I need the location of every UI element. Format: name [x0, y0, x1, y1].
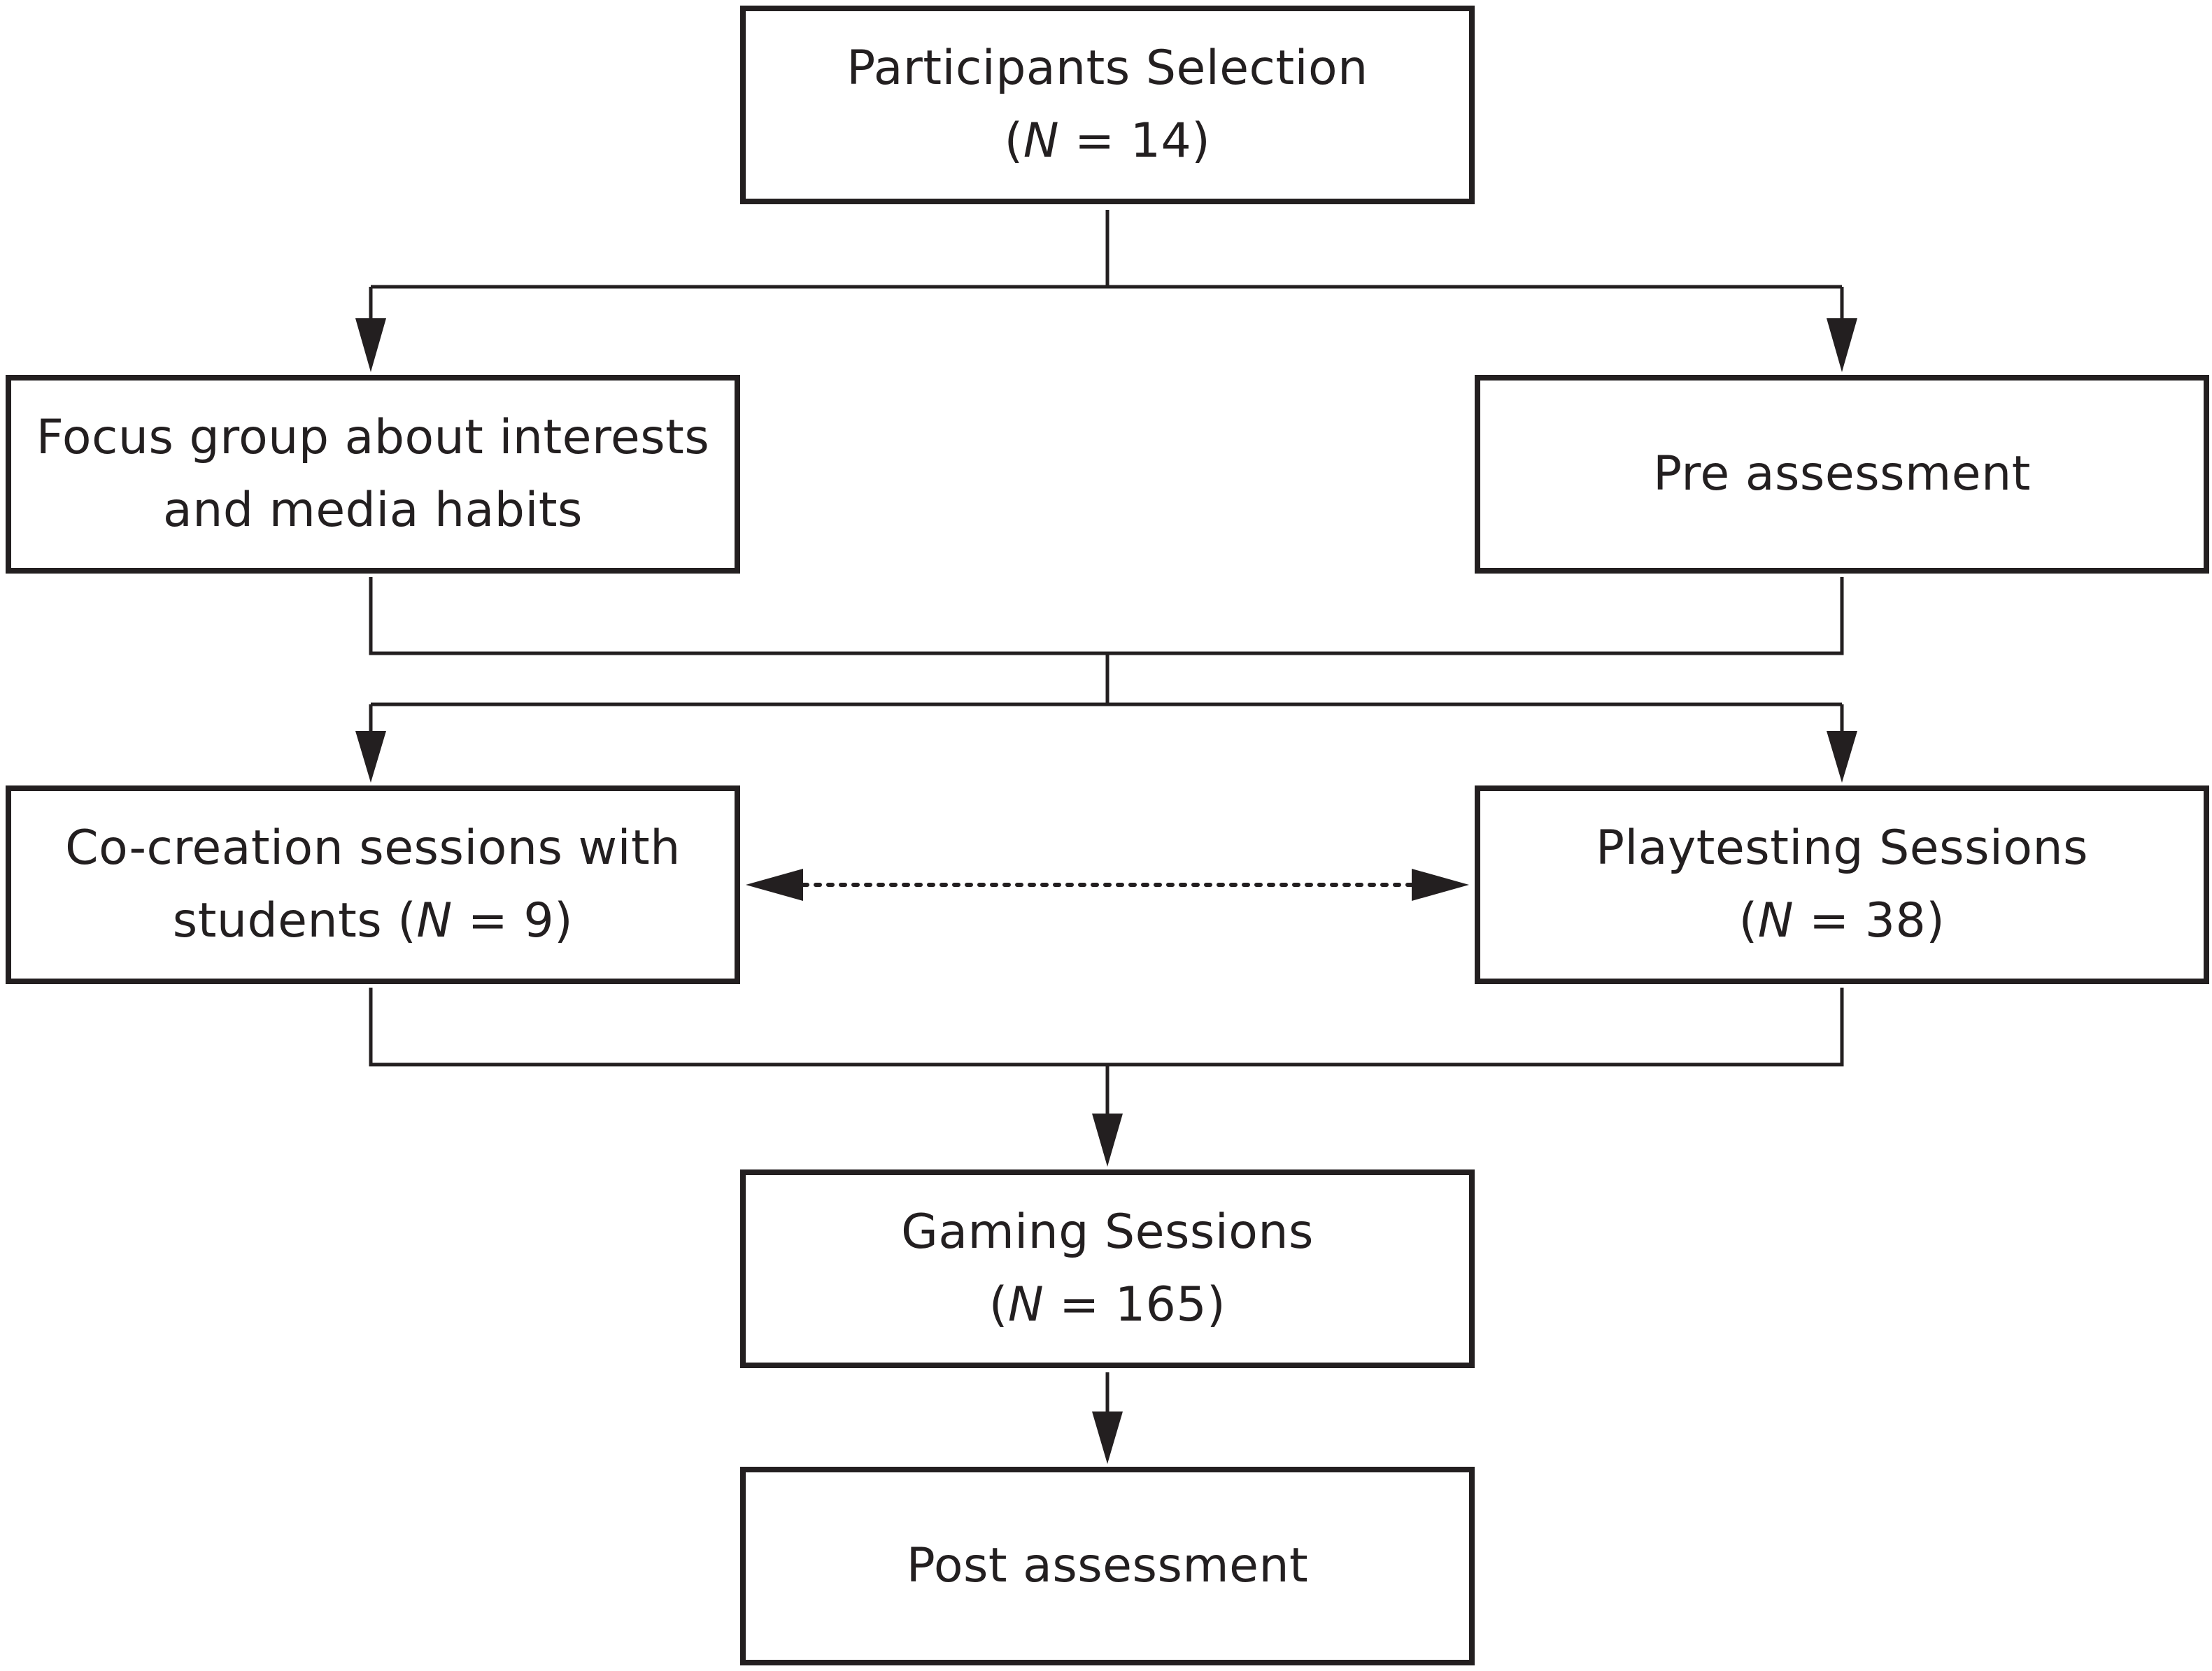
arrowhead-to-focus: [355, 318, 386, 372]
arrowhead-left-dotted: [746, 869, 803, 901]
cocreation-line2: students (N = 9): [172, 893, 574, 948]
focus-group-box: Focus group about interests and media ha…: [6, 375, 740, 574]
arrowhead-to-playtesting: [1827, 731, 1857, 783]
cocreation-sessions-text: Co-creation sessions with students (N = …: [65, 812, 681, 958]
playtesting-title: Playtesting Sessions: [1595, 820, 2089, 876]
arrowhead-to-post: [1092, 1412, 1123, 1464]
post-assessment-text: Post assessment: [907, 1530, 1308, 1602]
focus-group-line2: and media habits: [163, 483, 583, 538]
focus-group-line1: Focus group about interests: [36, 410, 710, 465]
gaming-sessions-text: Gaming Sessions (N = 165): [901, 1196, 1314, 1342]
gaming-title: Gaming Sessions: [901, 1204, 1314, 1260]
arrowhead-to-pre: [1827, 318, 1857, 372]
pre-assessment-text: Pre assessment: [1653, 438, 2031, 511]
post-assessment-title: Post assessment: [906, 1538, 1309, 1593]
connector-participants-split: [371, 210, 1842, 289]
pre-assessment-title: Pre assessment: [1653, 446, 2031, 502]
focus-group-text: Focus group about interests and media ha…: [36, 401, 710, 547]
connector-merge-split: [371, 653, 1842, 706]
gaming-count: (N = 165): [988, 1277, 1226, 1332]
gaming-sessions-box: Gaming Sessions (N = 165): [740, 1169, 1475, 1368]
playtesting-sessions-box: Playtesting Sessions (N = 38): [1475, 785, 2209, 984]
post-assessment-box: Post assessment: [740, 1467, 1475, 1665]
cocreation-sessions-box: Co-creation sessions with students (N = …: [6, 785, 740, 984]
cocreation-line1: Co-creation sessions with: [65, 820, 681, 876]
participants-count: (N = 14): [1004, 113, 1211, 169]
arrowhead-to-gaming: [1092, 1114, 1123, 1167]
participants-title: Participants Selection: [846, 41, 1368, 96]
arrowhead-to-cocreation: [355, 731, 386, 783]
arrowhead-right-dotted: [1412, 869, 1469, 901]
playtesting-count: (N = 38): [1738, 893, 1945, 948]
connector-sessions-merge: [369, 988, 1844, 1067]
participants-selection-text: Participants Selection (N = 14): [846, 32, 1368, 178]
pre-assessment-box: Pre assessment: [1475, 375, 2209, 574]
playtesting-sessions-text: Playtesting Sessions (N = 38): [1596, 812, 2088, 958]
connector-focus-pre-merge: [369, 577, 1844, 655]
participants-selection-box: Participants Selection (N = 14): [740, 6, 1475, 204]
